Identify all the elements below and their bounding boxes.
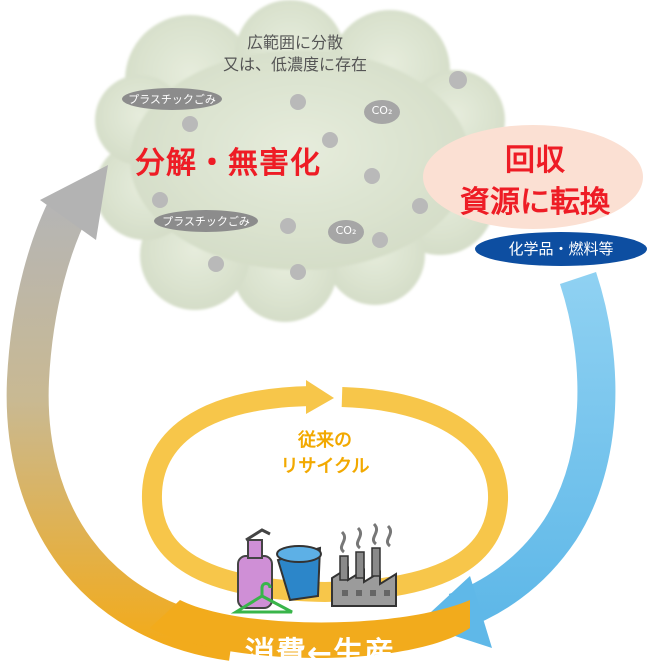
recycle-line2: リサイクル — [280, 456, 370, 477]
cloud-caption-line2: 又は、低濃度に存在 — [222, 55, 367, 74]
plastic-trash-label-top: プラスチックごみ — [128, 93, 216, 106]
bucket-icon — [276, 545, 322, 602]
recover-bubble — [423, 125, 643, 229]
co2-label-top: CO₂ — [371, 104, 393, 117]
chemicals-fuels-label: 化学品・燃料等 — [508, 240, 614, 258]
plastic-trash-pill-top — [122, 88, 222, 110]
chemicals-pill — [475, 232, 647, 266]
consumption-production-label: 消費←生産 — [244, 636, 396, 671]
co2-label-bottom: CO₂ — [335, 224, 357, 237]
co2-blob-top — [364, 100, 400, 124]
co2-blob-bottom — [328, 220, 364, 244]
recover-arrow — [418, 272, 616, 648]
hanger-icon — [230, 582, 293, 614]
recover-line2: 資源に転換 — [460, 185, 610, 220]
cloud-caption: 広範囲に分散 又は、低濃度に存在 — [210, 32, 380, 76]
plastic-trash-pill-bottom — [154, 210, 258, 232]
particle-dots — [152, 71, 467, 280]
recover-line1: 回収 — [505, 143, 565, 178]
cloud-caption-line1: 広範囲に分散 — [246, 33, 343, 52]
pollution-cloud — [95, 0, 505, 322]
recycle-line1: 従来の — [298, 430, 352, 451]
production-band — [150, 600, 470, 658]
factory-icon — [331, 522, 397, 607]
plastic-bottle-icon — [237, 528, 273, 609]
plastic-trash-label-bottom: プラスチックごみ — [162, 215, 250, 228]
conventional-recycling-label: 従来の リサイクル — [250, 428, 400, 480]
decompose-detoxify-label: 分解・無害化 — [135, 146, 321, 181]
recover-label: 回収 資源に転換 — [430, 140, 640, 224]
decompose-arrow — [6, 165, 236, 661]
recycle-ring — [141, 380, 509, 603]
